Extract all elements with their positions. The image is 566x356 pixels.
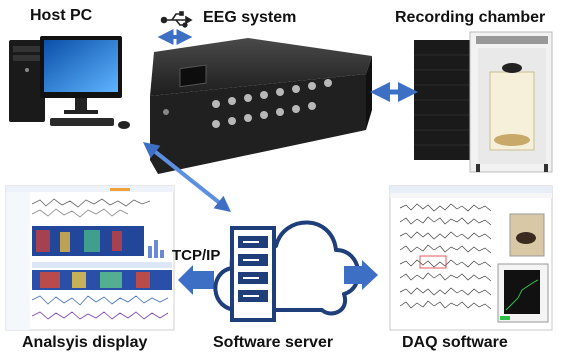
tcp-ip-label: TCP/IP (172, 247, 221, 264)
usb-icon (160, 11, 193, 28)
analysis-display-label: Analsyis display (22, 334, 148, 351)
server-to-analysis-arrow (178, 265, 214, 295)
host-pc-label: Host PC (30, 7, 93, 24)
analysis-display-illustration (5, 185, 175, 331)
daq-software-illustration (389, 185, 553, 331)
recording-chamber-illustration (414, 31, 553, 173)
eeg-system-illustration (150, 38, 372, 174)
host-pc-illustration (9, 36, 130, 129)
pc-server-double-arrow (142, 142, 232, 212)
server-to-daq-arrow (344, 260, 378, 290)
eeg-system-label: EEG system (203, 9, 297, 26)
daq-software-label: DAQ software (402, 334, 508, 351)
cloud-server-icon (213, 220, 361, 322)
software-server-label: Software server (213, 334, 334, 351)
recording-chamber-label: Recording chamber (395, 9, 546, 26)
